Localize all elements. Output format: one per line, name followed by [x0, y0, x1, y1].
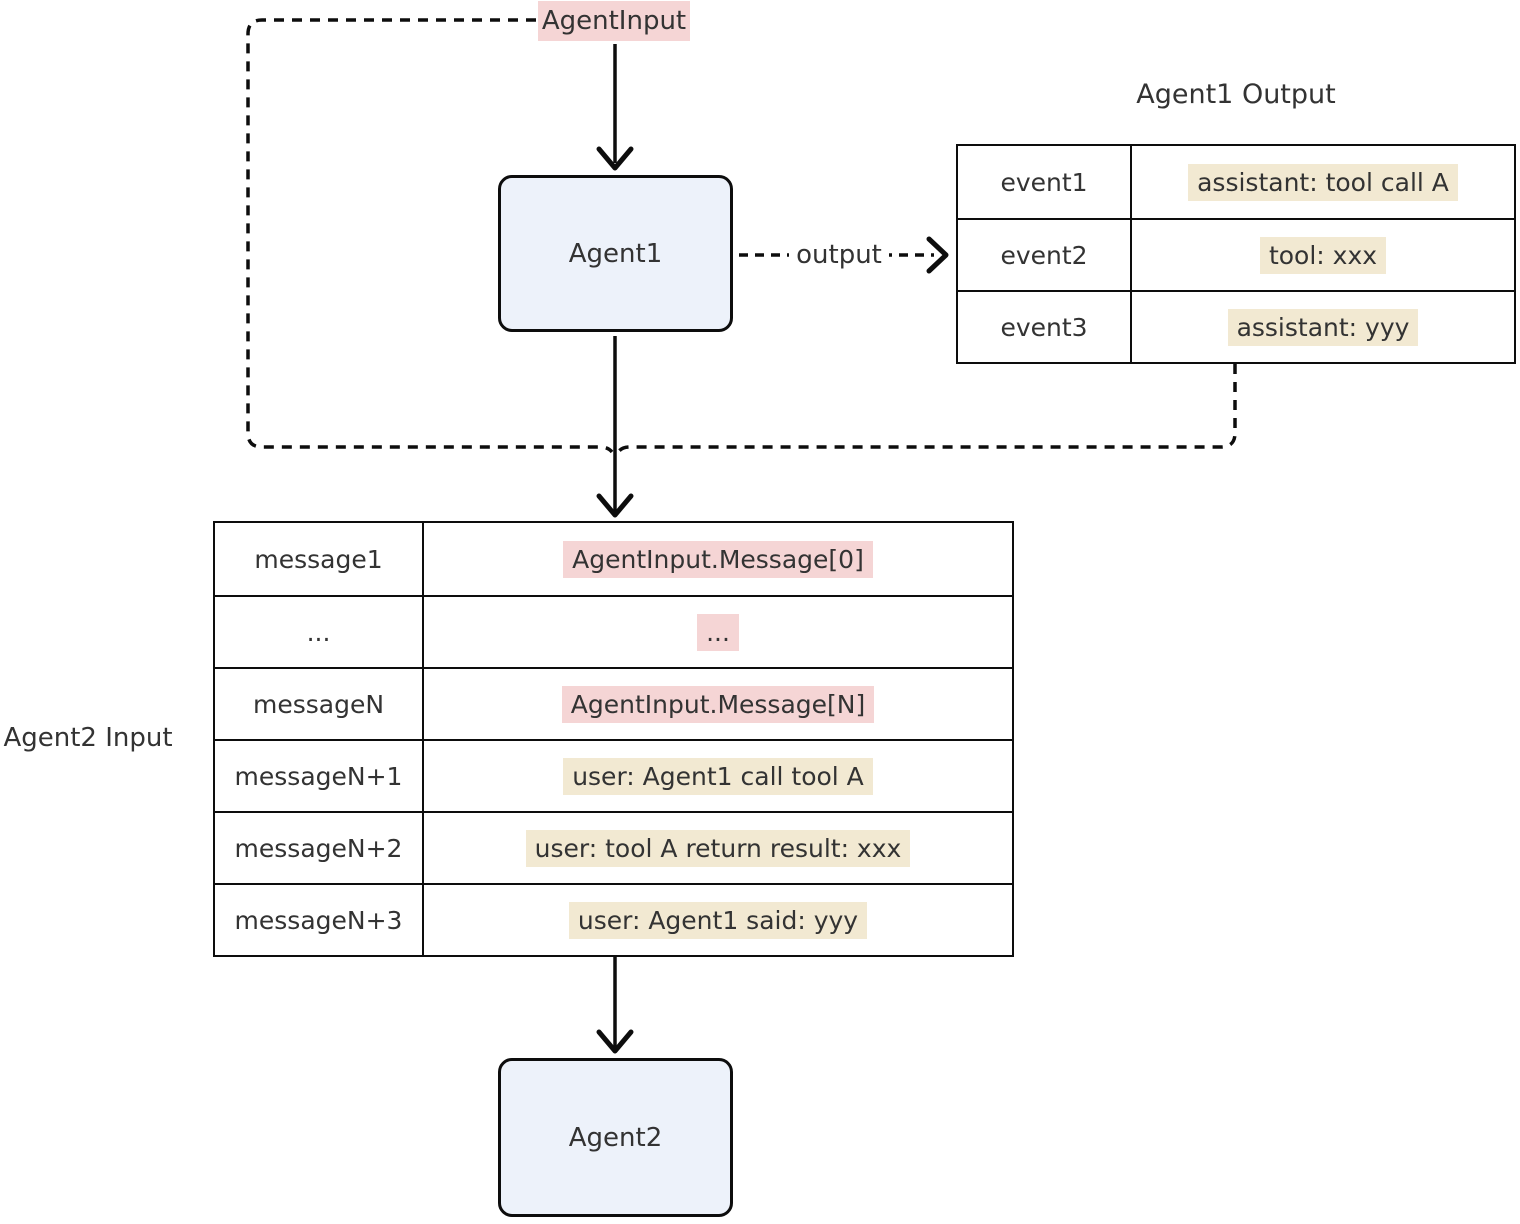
highlighted-value: user: Agent1 said: yyy	[568, 901, 868, 939]
arrowhead-agent1-output	[926, 236, 949, 274]
agent2-input-row-value: AgentInput.Message[0]	[424, 523, 1012, 595]
agent2-input-row-value: user: tool A return result: xxx	[424, 811, 1012, 883]
agent1-output-row-key: event1	[958, 146, 1132, 218]
agent1-output-row-key: event2	[958, 218, 1132, 290]
highlighted-value: tool: xxx	[1259, 236, 1387, 274]
agent1-output-table: event1 assistant: tool call A event2 too…	[956, 144, 1516, 364]
agent2-input-row-key: ...	[215, 595, 424, 667]
arrowhead-agentinput-to-agent1	[596, 146, 634, 171]
highlighted-value: AgentInput.Message[N]	[561, 685, 875, 723]
highlighted-value: assistant: yyy	[1227, 308, 1419, 346]
agent1-node: Agent1	[498, 175, 733, 332]
highlighted-value: ...	[697, 613, 739, 651]
agent2-input-label: Agent2 Input	[3, 723, 173, 753]
agent2-node-label: Agent2	[568, 1122, 663, 1153]
agent2-input-row-key: messageN+3	[215, 883, 424, 955]
dashed-path-agent1output-to-merge	[616, 364, 1237, 454]
agent2-input-row-value: user: Agent1 call tool A	[424, 739, 1012, 811]
arrowhead-agent1-to-agent2input	[596, 493, 634, 518]
agent1-output-row-value: assistant: tool call A	[1132, 146, 1514, 218]
agent2-input-row-key: messageN+2	[215, 811, 424, 883]
agent2-input-row-value: user: Agent1 said: yyy	[424, 883, 1012, 955]
agent2-input-row-value: AgentInput.Message[N]	[424, 667, 1012, 739]
agent2-input-table: message1 AgentInput.Message[0] ... ... m…	[213, 521, 1014, 957]
agent2-input-row-key: messageN+1	[215, 739, 424, 811]
highlighted-value: user: tool A return result: xxx	[525, 829, 911, 867]
agent2-input-row-value: ...	[424, 595, 1012, 667]
agent2-node: Agent2	[498, 1058, 733, 1217]
agent2-input-row-key: messageN	[215, 667, 424, 739]
agent-input-label: AgentInput	[538, 1, 690, 41]
highlighted-value: AgentInput.Message[0]	[563, 540, 873, 578]
agent1-output-row-value: tool: xxx	[1132, 218, 1514, 290]
dashed-path-agentinput-to-merge	[246, 18, 614, 454]
agent1-output-row-value: assistant: yyy	[1132, 290, 1514, 362]
agent1-output-title: Agent1 Output	[1136, 78, 1336, 110]
highlighted-value: assistant: tool call A	[1188, 163, 1458, 201]
agent1-output-row-key: event3	[958, 290, 1132, 362]
agent2-input-row-key: message1	[215, 523, 424, 595]
arrowhead-agent2input-to-agent2	[596, 1029, 634, 1054]
highlighted-value: user: Agent1 call tool A	[563, 757, 873, 795]
output-edge-label: output	[789, 237, 889, 273]
agent1-node-label: Agent1	[568, 238, 663, 269]
